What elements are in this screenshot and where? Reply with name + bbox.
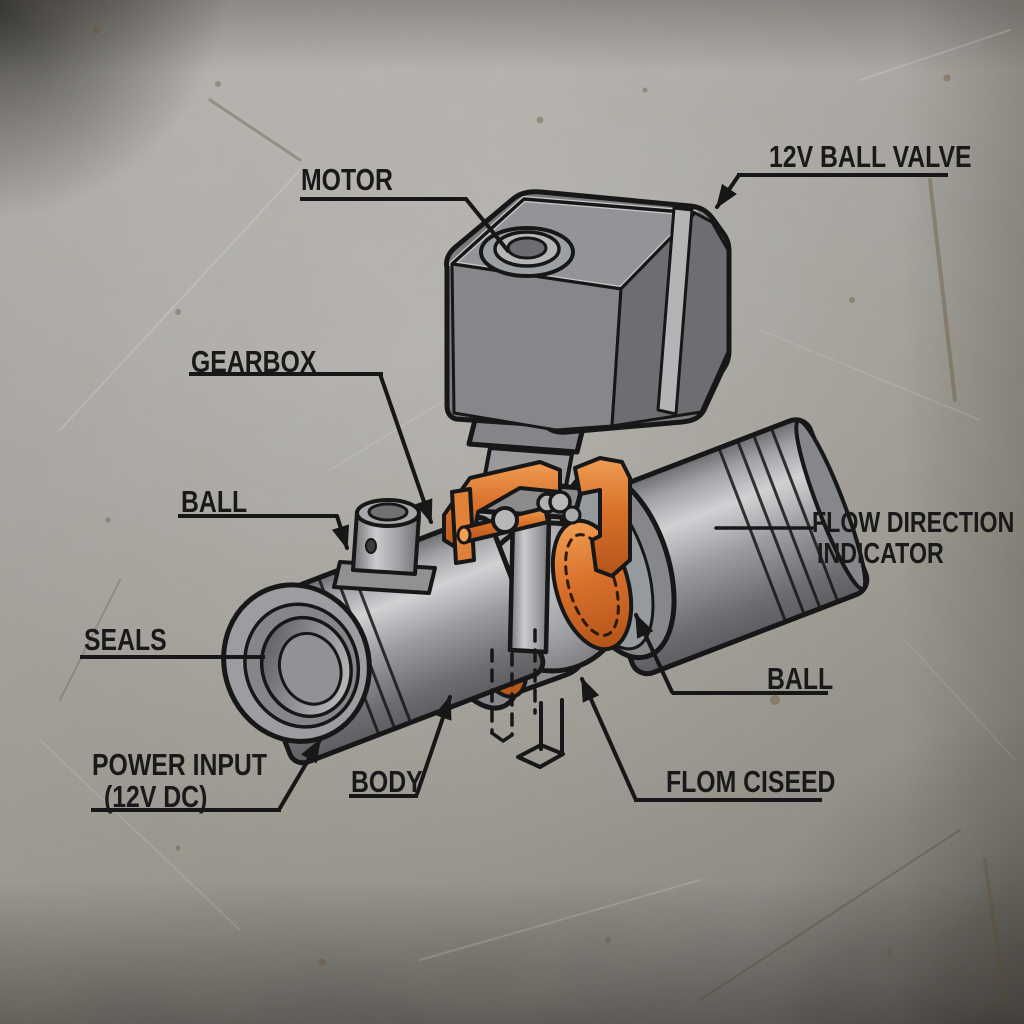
label-flow-closed-underline	[634, 798, 822, 802]
label-ball-left-underline	[178, 514, 338, 518]
leader-flow-closed	[580, 677, 637, 800]
label-flow-direction-line1: FLOW DIRECTION	[812, 507, 1015, 539]
motor-housing	[444, 189, 732, 435]
leader-motor	[464, 197, 510, 253]
label-power-input-line2: (12V DC)	[104, 779, 208, 814]
leader-power-input	[278, 738, 322, 810]
label-body: BODY	[351, 764, 423, 799]
leader-valve-title	[715, 173, 741, 209]
label-ball-left: BALL	[181, 484, 248, 519]
label-seals: SEALS	[84, 622, 167, 657]
label-valve-title-underline	[737, 173, 948, 177]
label-power-input-underline	[91, 808, 281, 812]
pipe-face-seals	[221, 582, 372, 744]
label-ball-right: BALL	[767, 661, 834, 696]
flow-closed-symbol	[490, 628, 565, 769]
gearbox-bracket	[442, 456, 632, 578]
label-flow-direction-line2: INDICATOR	[817, 538, 944, 570]
label-flow-closed: FLOM CISEED	[666, 764, 836, 799]
leader-lines	[278, 173, 814, 810]
leader-gearbox	[378, 372, 433, 524]
label-body-underline	[349, 794, 418, 798]
leader-body	[415, 695, 452, 796]
top-port	[332, 498, 437, 595]
label-valve-title: 12V BALL VALVE	[769, 139, 972, 174]
label-gearbox-underline	[189, 372, 383, 376]
label-motor-underline	[300, 197, 467, 201]
leader-ball-right	[634, 613, 674, 694]
leader-ball-left	[331, 514, 350, 550]
label-power-input-line1: POWER INPUT	[92, 747, 267, 782]
label-motor: MOTOR	[301, 162, 393, 197]
label-ball-right-underline	[672, 691, 828, 695]
label-seals-underline	[80, 655, 265, 659]
